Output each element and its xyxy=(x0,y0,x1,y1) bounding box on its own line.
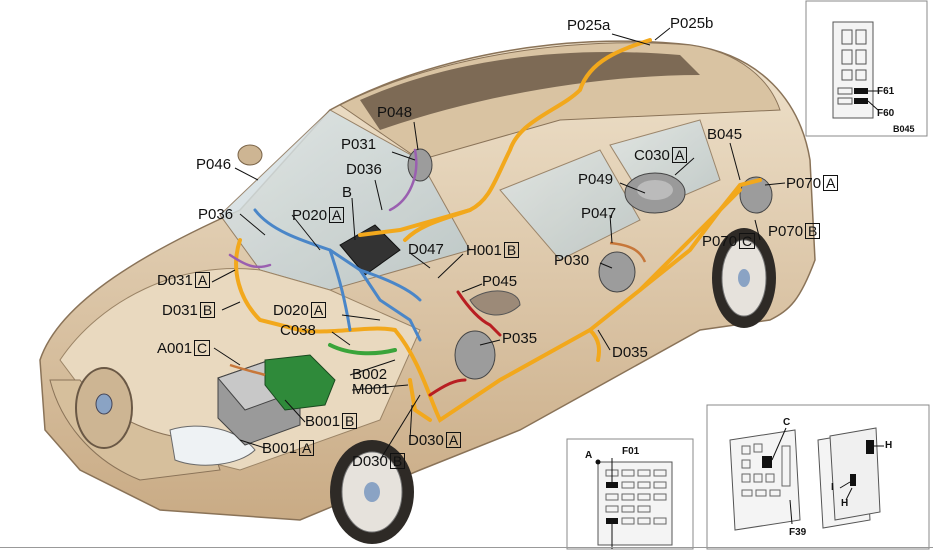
label-p025a: P025a xyxy=(567,17,611,34)
harness-green xyxy=(328,343,397,356)
inset-b045-f61: F61 xyxy=(877,86,895,97)
inset-fuse-a: A xyxy=(585,450,593,461)
front-wheel xyxy=(330,440,414,544)
label-d036: D036 xyxy=(346,161,382,178)
harness-red xyxy=(428,290,502,397)
spare-wheel-speaker xyxy=(624,172,686,214)
label-p035: P035 xyxy=(502,330,538,347)
label-p049: P049 xyxy=(578,171,614,188)
label-p025b: P025b xyxy=(670,15,714,32)
leader-lines xyxy=(211,27,786,461)
inset-dashboard-box xyxy=(706,404,930,550)
label-b045: B045 xyxy=(707,126,743,143)
inset-dash-h: H xyxy=(885,440,893,451)
harness-purple xyxy=(228,148,418,269)
label-d035: D035 xyxy=(612,344,648,361)
label-c038: C038 xyxy=(280,322,316,339)
label-d047: D047 xyxy=(408,241,444,258)
inset-b045-f60: F60 xyxy=(877,108,895,119)
inset-dash-h2: H xyxy=(841,498,849,509)
engine-control-unit xyxy=(264,354,336,411)
inset-dash-i: I xyxy=(831,482,834,493)
door-speakers xyxy=(407,148,773,380)
inset-b045-caption: B045 xyxy=(893,124,915,134)
label-b: B xyxy=(342,184,353,201)
inset-dash-f39: F39 xyxy=(789,527,807,538)
inset-dash-c: C xyxy=(783,417,791,428)
bottom-divider xyxy=(0,547,933,548)
harness-blue xyxy=(253,208,422,342)
label-p047: P047 xyxy=(581,205,617,222)
label-p031: P031 xyxy=(341,136,377,153)
label-p045: P045 xyxy=(482,273,518,290)
label-p030: P030 xyxy=(554,252,590,269)
label-p036: P036 xyxy=(198,206,234,223)
harness-copper xyxy=(229,241,647,377)
label-b002: B002 xyxy=(352,366,388,383)
inset-fuse-f01: F01 xyxy=(622,446,640,457)
label-p048: P048 xyxy=(377,104,413,121)
inset-b045 xyxy=(805,0,928,137)
rear-wheel xyxy=(712,228,776,328)
label-m001: M001 xyxy=(352,381,390,398)
inset-fuse-box xyxy=(566,438,694,550)
label-p046: P046 xyxy=(196,156,232,173)
harness-orange xyxy=(234,38,762,423)
